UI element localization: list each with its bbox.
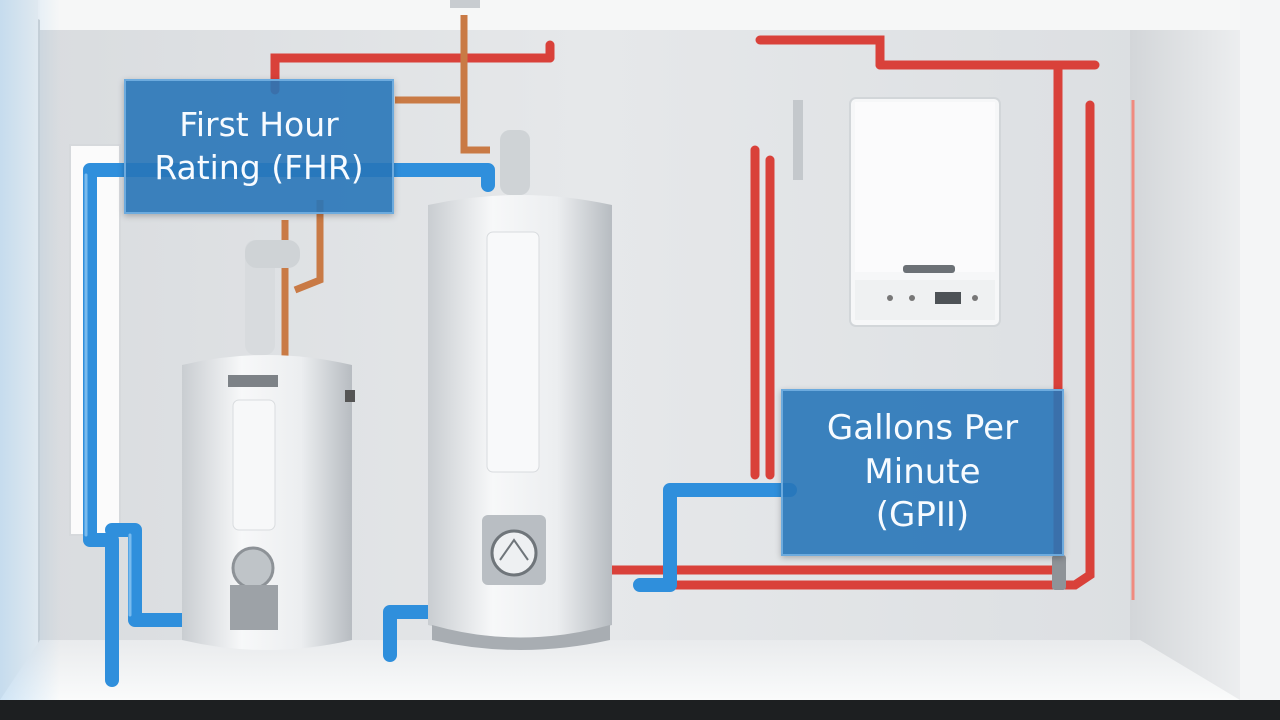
first-hour-rating-label: First Hour Rating (FHR) — [124, 79, 394, 214]
gallons-per-minute-label: Gallons Per Minute (GPII) — [781, 389, 1064, 556]
